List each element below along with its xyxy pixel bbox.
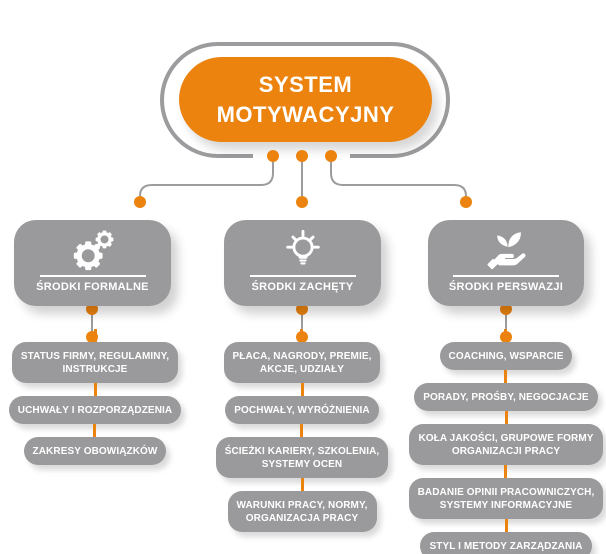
connector-right xyxy=(330,158,467,197)
sub-item: PORADY, PROŚBY, NEGOCJACJE xyxy=(414,370,598,411)
root-node: SYSTEM MOTYWACYJNY xyxy=(179,57,432,142)
sub-item: POCHWAŁY, WYRÓŻNIENIA xyxy=(225,383,379,424)
sub-item: UCHWAŁY I ROZPORZĄDZENIA xyxy=(8,383,182,424)
branch-divider xyxy=(39,275,146,277)
branch-srodki-formalne: ŚRODKI FORMALNE xyxy=(14,220,171,306)
sub-item: BADANIE OPINII PRACOWNICZYCH,SYSTEMY INF… xyxy=(408,465,604,519)
connector-left xyxy=(139,158,274,197)
root-title-line2: MOTYWACYJNY xyxy=(216,101,395,127)
hand-leaf-icon xyxy=(483,227,529,273)
sub-item: WARUNKI PRACY, NORMY,ORGANIZACJA PRACY xyxy=(227,478,377,532)
connector-dot xyxy=(460,196,472,208)
branch-divider xyxy=(453,275,559,277)
connector-dot xyxy=(296,196,308,208)
branch-label: ŚRODKI ZACHĘTY xyxy=(251,281,354,293)
branch-label: ŚRODKI FORMALNE xyxy=(36,281,149,293)
connector-dot xyxy=(134,196,146,208)
branch-divider xyxy=(249,275,356,277)
sub-item: STYL I METODY ZARZĄDZANIA xyxy=(420,519,592,554)
sub-item: COACHING, WSPARCIE xyxy=(439,329,573,370)
branch-srodki-perswazji: ŚRODKI PERSWAZJI xyxy=(428,220,584,306)
sub-item: ŚCIEŻKI KARIERY, SZKOLENIA,SYSTEMY OCEN xyxy=(215,424,389,478)
root-title-line1: SYSTEM xyxy=(258,71,353,97)
lightbulb-icon xyxy=(280,227,326,273)
sub-item: STATUS FIRMY, REGULAMINY,INSTRUKCJE xyxy=(11,329,179,383)
branch-srodki-zachety: ŚRODKI ZACHĘTY xyxy=(224,220,381,306)
root-outline-gap xyxy=(253,149,350,160)
sub-item: ZAKRESY OBOWIĄZKÓW xyxy=(23,424,167,465)
sub-item: PŁACA, NAGRODY, PREMIE,AKCJE, UDZIAŁY xyxy=(223,329,381,383)
gears-icon xyxy=(70,227,116,273)
branch-label: ŚRODKI PERSWAZJI xyxy=(448,281,564,293)
